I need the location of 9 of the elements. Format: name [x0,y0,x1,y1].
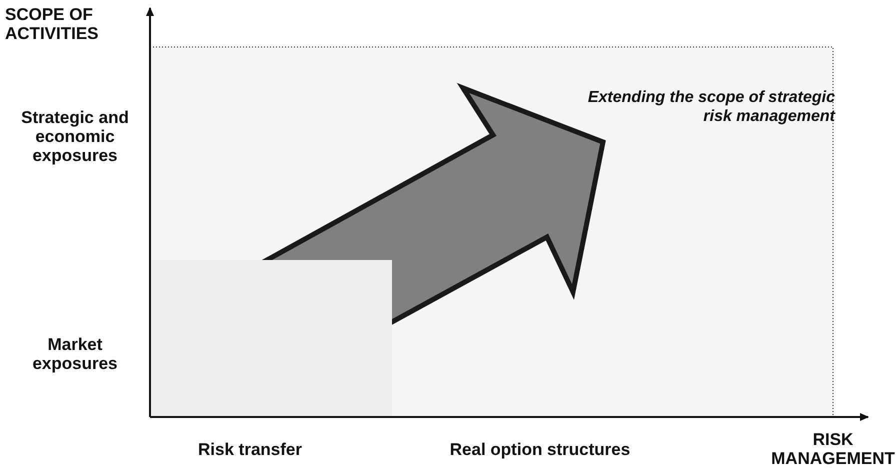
category-label: Risk transfer [197,440,303,459]
axis-title: RISK MANAGEMENT [770,430,896,468]
axis-title: SCOPE OF ACTIVITIES [5,5,100,43]
risk-transfer-area [150,260,392,417]
scope-area [150,46,834,418]
annotation-text: Extending the scope of strategic risk management [586,88,835,126]
category-label: Market exposures [31,335,119,373]
category-label: Real option structures [448,440,632,459]
category-label: Strategic and economic exposures [20,108,130,165]
